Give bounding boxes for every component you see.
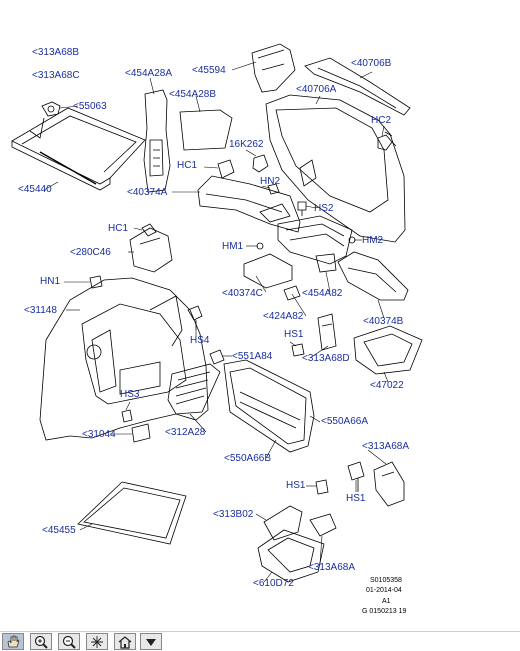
drawing-ref-date: 01-2014-04 — [366, 587, 402, 594]
drawing-ref-rev: A1 — [382, 598, 391, 605]
part-454A28A-pillar-trim — [143, 89, 171, 193]
label-40374B[interactable]: <40374B — [363, 316, 404, 327]
label-HS4[interactable]: HS4 — [190, 335, 210, 346]
part-HC2-clip — [377, 134, 393, 151]
part-HS4-bolt — [187, 305, 203, 330]
part-313A68A-bracket-low — [309, 513, 337, 537]
zoom-in-button[interactable] — [30, 633, 52, 650]
part-55063-clip — [41, 101, 61, 117]
label-HN1[interactable]: HN1 — [40, 276, 61, 287]
leader-lines — [43, 61, 389, 583]
label-313A68A-right[interactable]: <313A68A — [362, 441, 409, 452]
part-45594-panel — [251, 43, 296, 93]
part-40374B-sill — [337, 251, 409, 301]
label-HS3[interactable]: HS3 — [120, 389, 140, 400]
label-550A66B[interactable]: <550A66B — [224, 453, 271, 464]
menu-down-icon — [146, 639, 156, 646]
label-47022[interactable]: <47022 — [370, 380, 404, 391]
hand-icon — [7, 635, 20, 648]
part-HC1-clip-top — [217, 159, 235, 179]
zoom-out-button[interactable] — [58, 633, 80, 650]
label-HM1[interactable]: HM1 — [222, 241, 244, 252]
label-313A68D[interactable]: <313A68D — [302, 353, 350, 364]
label-40374C[interactable]: <40374C — [222, 288, 263, 299]
label-40706A[interactable]: <40706A — [296, 84, 337, 95]
part-40706A-liftgate-trim — [265, 94, 406, 243]
label-45440[interactable]: <45440 — [18, 184, 52, 195]
part-45440-cargo-cover — [11, 107, 146, 191]
zoom-in-icon — [34, 635, 48, 649]
label-31044[interactable]: <31044 — [82, 429, 116, 440]
label-HC2[interactable]: HC2 — [371, 115, 392, 126]
viewer-toolbar — [0, 631, 520, 651]
part-HN2-nut — [267, 183, 280, 195]
part-424A82-trim — [283, 285, 301, 301]
label-HM2[interactable]: HM2 — [362, 235, 384, 246]
home-icon — [118, 636, 132, 649]
part-313A68D-bracket — [317, 313, 337, 351]
part-HN1-nut — [89, 275, 103, 289]
part-floor-scuff-center — [277, 215, 353, 265]
part-HC1-clip-mid — [141, 223, 157, 237]
label-HC1-mid[interactable]: HC1 — [108, 223, 129, 234]
part-HS2-screw — [297, 201, 307, 216]
menu-down-button[interactable] — [140, 633, 162, 650]
part-16K262-fastener — [252, 154, 269, 173]
label-313A68B[interactable]: <313A68B — [32, 47, 79, 58]
label-454A28B[interactable]: <454A28B — [169, 89, 216, 100]
part-454A28B-trim — [179, 109, 233, 151]
part-40706B-strip — [304, 57, 411, 116]
label-HS1-right[interactable]: HS1 — [346, 493, 366, 504]
part-610D72-tray — [257, 529, 325, 583]
label-313A68A-low[interactable]: <313A68A — [308, 562, 355, 573]
zoom-out-icon — [62, 635, 76, 649]
home-button[interactable] — [114, 633, 136, 650]
label-454A28A[interactable]: <454A28A — [125, 68, 172, 79]
part-47022-tray — [353, 325, 423, 375]
part-40374C-trim — [243, 253, 293, 289]
select-tool-button[interactable] — [86, 633, 108, 650]
label-31148[interactable]: <31148 — [24, 305, 57, 316]
part-280C46-bracket — [129, 227, 173, 273]
label-312A28[interactable]: <312A28 — [165, 427, 206, 438]
label-454A82[interactable]: <454A82 — [302, 288, 343, 299]
drawing-ref-id: G 0150213 19 — [362, 608, 407, 615]
label-16K262[interactable]: 16K262 — [229, 139, 264, 150]
label-HC1-top[interactable]: HC1 — [177, 160, 198, 171]
hand-tool-button[interactable] — [2, 633, 24, 650]
part-HS1-screw-low — [315, 479, 329, 495]
part-551A84-clip — [209, 349, 225, 365]
label-313B02[interactable]: <313B02 — [213, 509, 254, 520]
label-551A84[interactable]: <551A84 — [232, 351, 273, 362]
part-313B02-bracket — [263, 505, 303, 541]
part-HS1-bolt-right — [347, 461, 365, 492]
label-HS1-low[interactable]: HS1 — [286, 480, 306, 491]
part-45455-mat — [77, 481, 187, 545]
label-HS1-mid[interactable]: HS1 — [284, 329, 304, 340]
part-31148-quarter-trim — [39, 277, 209, 441]
label-HS2[interactable]: HS2 — [314, 203, 334, 214]
part-40374A-sill — [197, 175, 301, 233]
drawing-ref-code: S0105358 — [370, 577, 402, 584]
part-454A82-trim — [315, 253, 337, 273]
part-HS1-screw-mid — [291, 343, 305, 357]
label-45594[interactable]: <45594 — [192, 65, 226, 76]
parts-exploded-diagram — [11, 43, 423, 583]
label-55063[interactable]: <55063 — [73, 101, 107, 112]
label-313A68C[interactable]: <313A68C — [32, 70, 80, 81]
label-280C46[interactable]: <280C46 — [70, 247, 111, 258]
select-icon — [91, 636, 103, 648]
label-HN2[interactable]: HN2 — [260, 176, 281, 187]
label-45455[interactable]: <45455 — [42, 525, 76, 536]
label-610D72[interactable]: <610D72 — [253, 578, 294, 589]
part-313A68A-bracket-right — [373, 461, 405, 507]
part-312A28-grille — [167, 363, 221, 415]
part-550A66-panel — [223, 359, 315, 453]
label-424A82[interactable]: <424A82 — [263, 311, 304, 322]
part-HS3-screw — [121, 409, 133, 423]
part-31044-cover — [131, 423, 151, 443]
label-40374A[interactable]: <40374A — [127, 187, 168, 198]
label-40706B[interactable]: <40706B — [351, 58, 392, 69]
label-550A66A[interactable]: <550A66A — [321, 416, 368, 427]
